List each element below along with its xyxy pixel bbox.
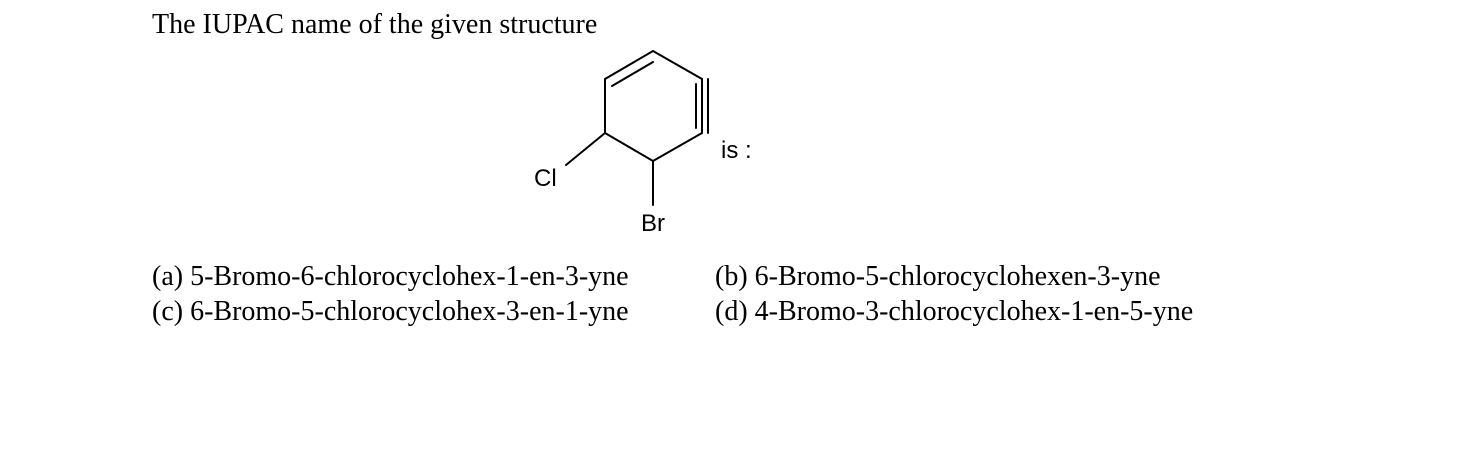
bromine-label: Br [641, 210, 665, 237]
option-b[interactable]: (b) 6-Bromo-5-chlorocyclohexen-3-yne [715, 261, 1161, 292]
option-d[interactable]: (d) 4-Bromo-3-chlorocyclohex-1-en-5-yne [715, 296, 1194, 327]
chlorine-label: Cl [534, 165, 557, 192]
structure-suffix: is : [721, 137, 752, 164]
question-text: The IUPAC name of the given structure [152, 9, 598, 40]
bond-c3-c4 [652, 132, 703, 162]
option-c[interactable]: (c) 6-Bromo-5-chlorocyclohex-3-en-1-yne [152, 296, 629, 327]
bond-c6-c1-double-inner [611, 61, 654, 87]
bond-c5-cl [565, 132, 606, 166]
bond-c6-c1-double [604, 50, 654, 80]
bond-c1-c2 [652, 50, 703, 80]
options-row-1: (a) 5-Bromo-6-chlorocyclohex-1-en-3-yne … [152, 259, 1193, 294]
options-list: (a) 5-Bromo-6-chlorocyclohex-1-en-3-yne … [152, 259, 1193, 329]
option-a[interactable]: (a) 5-Bromo-6-chlorocyclohex-1-en-3-yne [152, 261, 629, 292]
options-row-2: (c) 6-Bromo-5-chlorocyclohex-3-en-1-yne … [152, 294, 1193, 329]
bond-c4-c5 [604, 132, 654, 162]
